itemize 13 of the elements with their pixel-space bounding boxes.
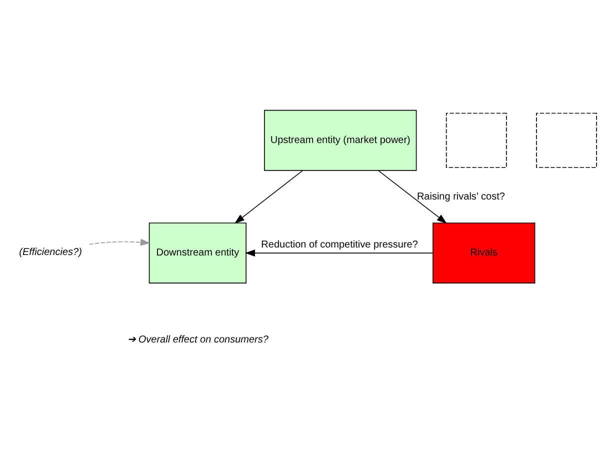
node-box: Downstream entity (148, 222, 246, 284)
node-box: Upstream entity (market power) (264, 110, 417, 171)
edge-label: Reduction of competitive pressure? (261, 240, 418, 251)
node-box: Rivals (432, 222, 536, 284)
arrow (88, 238, 150, 246)
edge-label: Raising rivals’ cost? (416, 191, 505, 202)
node-box (446, 112, 507, 168)
arrow (244, 250, 434, 257)
arrow (378, 170, 447, 224)
label: ➔ Overall effect on consumers? (128, 334, 268, 346)
node-box (536, 112, 597, 168)
arrow (234, 170, 303, 224)
node-text: (Efficiencies?) (19, 246, 82, 258)
